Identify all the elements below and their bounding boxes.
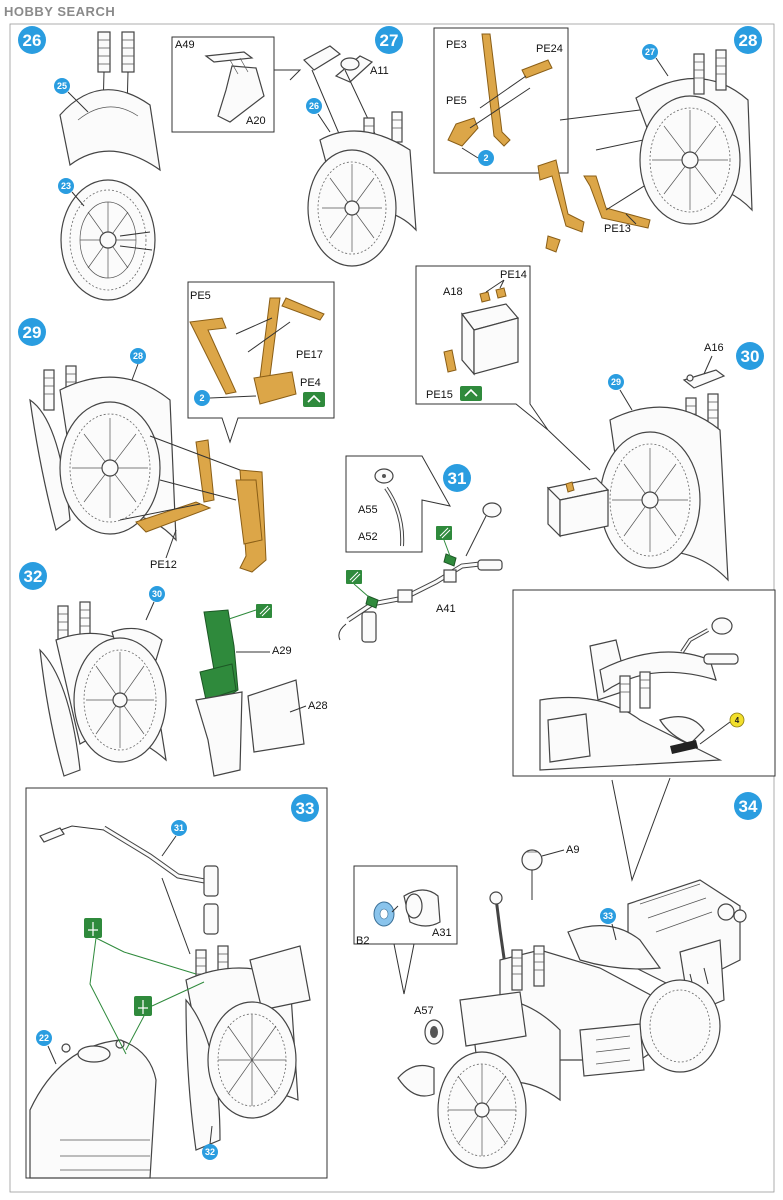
svg-text:2: 2 xyxy=(199,393,204,403)
headlight-inset xyxy=(353,865,458,945)
part-label-a16: A16 xyxy=(704,342,724,354)
part-label-a28: A28 xyxy=(308,700,328,712)
ref-badge-29: 29 xyxy=(608,374,624,390)
step-27-drawing xyxy=(303,45,417,267)
front-fender-part xyxy=(59,89,161,172)
battery-inset xyxy=(415,265,549,431)
svg-text:34: 34 xyxy=(739,797,758,816)
part-label-pe17: PE17 xyxy=(296,349,323,361)
part-label-a49: A49 xyxy=(175,39,195,51)
svg-text:27: 27 xyxy=(645,47,655,57)
svg-text:30: 30 xyxy=(741,347,760,366)
step-30-drawing xyxy=(546,369,729,582)
part-label-pe4: PE4 xyxy=(300,377,321,389)
svg-text:22: 22 xyxy=(39,1033,49,1043)
svg-text:32: 32 xyxy=(205,1147,215,1157)
part-label-pe15: PE15 xyxy=(426,389,453,401)
part-label-a41: A41 xyxy=(436,603,456,615)
pe5-pe17-pe4-inset xyxy=(187,281,335,444)
part-label-pe13: PE13 xyxy=(604,223,631,235)
svg-text:28: 28 xyxy=(739,31,758,50)
ref-badge-25: 25 xyxy=(54,78,70,94)
step-badge-30: 30 xyxy=(736,342,764,370)
step-badge-28: 28 xyxy=(734,26,762,54)
svg-text:27: 27 xyxy=(380,31,399,50)
svg-text:4: 4 xyxy=(735,716,740,725)
ref-badge-22: 22 xyxy=(36,1030,52,1046)
part-label-pe12: PE12 xyxy=(150,559,177,571)
step-33-drawing xyxy=(29,825,311,1179)
part-label-a52: A52 xyxy=(358,531,378,543)
ref-badge-31: 31 xyxy=(171,820,187,836)
part-label-pe5-a: PE5 xyxy=(446,95,467,107)
svg-text:29: 29 xyxy=(611,377,621,387)
svg-text:26: 26 xyxy=(309,101,319,111)
ref-badge-27: 27 xyxy=(642,44,658,60)
svg-text:31: 31 xyxy=(174,823,184,833)
a49-a20-inset xyxy=(171,36,275,133)
part-label-pe14: PE14 xyxy=(500,269,527,281)
a55-a52-inset xyxy=(345,455,451,553)
step-badge-33: 33 xyxy=(291,794,319,822)
part-label-a20: A20 xyxy=(246,115,266,127)
part-label-a29: A29 xyxy=(272,645,292,657)
step-34-drawing xyxy=(397,849,747,1169)
ref-badge-32: 32 xyxy=(202,1144,218,1160)
part-label-pe5-b: PE5 xyxy=(190,290,211,302)
part-label-a57: A57 xyxy=(414,1005,434,1017)
svg-text:31: 31 xyxy=(448,469,467,488)
part-label-a9: A9 xyxy=(566,844,579,856)
step-34-detail-box xyxy=(512,589,776,777)
pe3-pe24-inset xyxy=(433,27,569,174)
svg-text:33: 33 xyxy=(603,911,613,921)
ref-badge-30: 30 xyxy=(149,586,165,602)
svg-text:2: 2 xyxy=(483,153,488,163)
svg-text:33: 33 xyxy=(296,799,315,818)
svg-text:26: 26 xyxy=(23,31,42,50)
ref-badge-33: 33 xyxy=(600,908,616,924)
step-badge-32: 32 xyxy=(19,562,47,590)
part-label-b2: B2 xyxy=(356,935,369,947)
step-badge-27: 27 xyxy=(375,26,403,54)
svg-text:30: 30 xyxy=(152,589,162,599)
svg-text:28: 28 xyxy=(133,351,143,361)
ref-badge-23: 23 xyxy=(58,178,74,194)
part-label-a18: A18 xyxy=(443,286,463,298)
part-label-pe24: PE24 xyxy=(536,43,563,55)
step-29-drawing xyxy=(29,365,267,573)
step-26-drawing xyxy=(59,31,161,301)
part-label-pe3: PE3 xyxy=(446,39,467,51)
part-label-a55: A55 xyxy=(358,504,378,516)
ref-badge-28: 28 xyxy=(130,348,146,364)
ref-badge-2-a: 2 xyxy=(478,150,494,166)
part-label-a11: A11 xyxy=(370,65,389,77)
step-32-drawing xyxy=(39,601,305,777)
step-28-drawing xyxy=(537,49,753,253)
step-badge-34: 34 xyxy=(734,792,762,820)
ref-badge-26: 26 xyxy=(306,98,322,114)
note-badge-4: 4 xyxy=(729,712,745,728)
watermark: HOBBY SEARCH xyxy=(4,4,116,19)
svg-text:23: 23 xyxy=(61,181,71,191)
step-badge-26: 26 xyxy=(18,26,46,54)
step-31-drawing xyxy=(338,502,503,643)
part-label-a31: A31 xyxy=(432,927,452,939)
step-badge-29: 29 xyxy=(18,318,46,346)
svg-text:29: 29 xyxy=(23,323,42,342)
svg-text:32: 32 xyxy=(24,567,43,586)
step-badge-31: 31 xyxy=(443,464,471,492)
svg-text:25: 25 xyxy=(57,81,67,91)
ref-badge-2-b: 2 xyxy=(194,390,210,406)
